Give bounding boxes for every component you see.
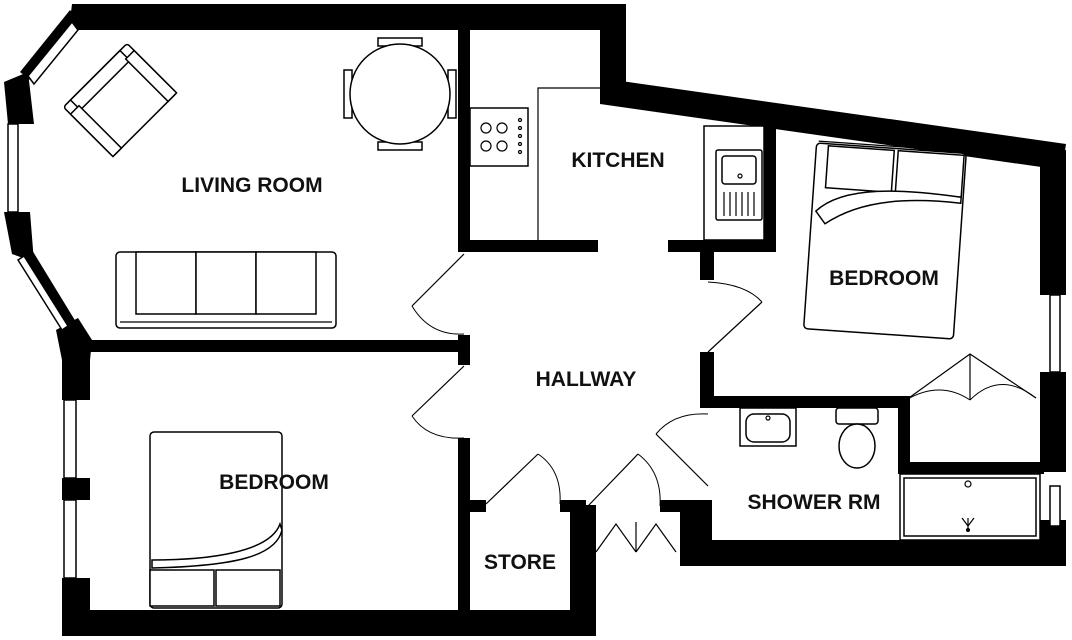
dining-table-icon	[343, 37, 457, 151]
hallway-label: HALLWAY	[536, 368, 637, 391]
armchair-icon	[63, 43, 178, 158]
store-label: STORE	[484, 551, 556, 574]
toilet-icon	[835, 407, 879, 469]
bedroom-right-label: BEDROOM	[829, 267, 939, 290]
hob-icon	[469, 107, 529, 167]
basin-icon	[739, 407, 797, 447]
shower-tray-icon	[899, 473, 1041, 541]
bedroom-left-label: BEDROOM	[219, 471, 329, 494]
door-swing-icon	[411, 253, 763, 553]
wardrobe-icon	[905, 353, 1037, 401]
sofa-icon	[115, 251, 337, 329]
living-room-label: LIVING ROOM	[181, 174, 322, 197]
double-bed-icon	[803, 140, 969, 340]
room-labels: LIVING ROOM KITCHEN BEDROOM HALLWAY BEDR…	[181, 149, 938, 574]
walls	[4, 4, 1066, 636]
sink-icon	[715, 149, 763, 221]
windows	[7, 20, 1061, 579]
shower-room-label: SHOWER RM	[748, 491, 881, 514]
kitchen-label: KITCHEN	[571, 149, 664, 172]
double-bed-icon	[149, 431, 283, 609]
